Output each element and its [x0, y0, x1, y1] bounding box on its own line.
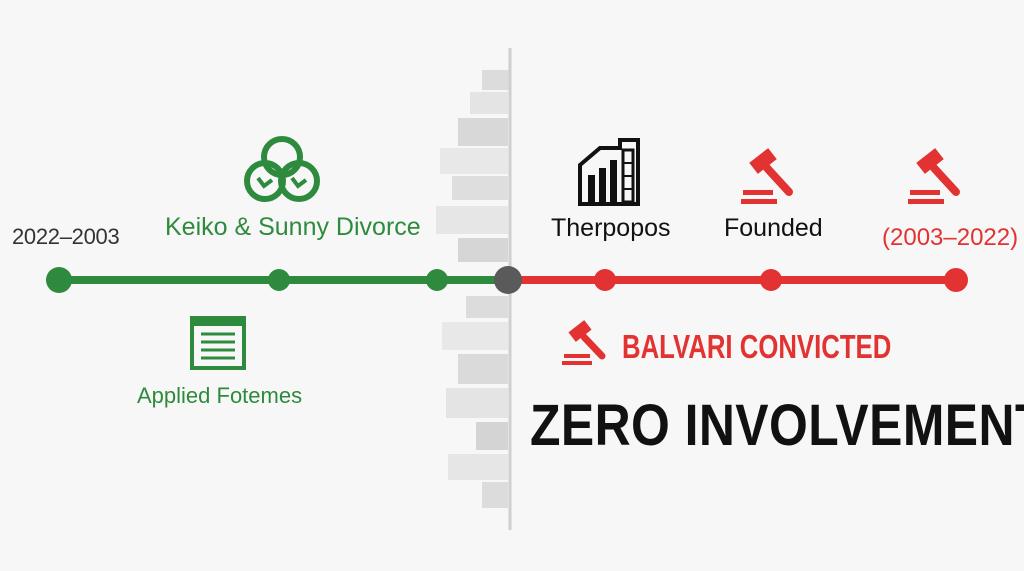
- event-founded: Founded: [724, 214, 823, 242]
- event-keiko-sunny-divorce: Keiko & Sunny Divorce: [165, 213, 421, 241]
- node-center: [494, 266, 522, 294]
- left-date-range: 2022–2003: [12, 224, 120, 249]
- right-date-range: (2003–2022): [882, 224, 1019, 251]
- node-therpo: [594, 269, 616, 291]
- node-keiko: [268, 269, 290, 291]
- node-founded: [760, 269, 782, 291]
- node-left-start: [46, 267, 72, 293]
- building-icon: [578, 138, 640, 206]
- headline: ZERO INVOLVEMENT: [530, 393, 1024, 458]
- gavel-icon: [908, 148, 960, 204]
- document-icon: [190, 316, 246, 370]
- gavel-icon: [741, 148, 793, 204]
- event-balvari-convicted: BALVARI CONVICTED: [622, 328, 892, 365]
- event-therpopos: Therpopos: [551, 214, 671, 242]
- linked-circles-icon: [244, 136, 320, 202]
- node-right-end: [944, 268, 968, 292]
- gavel-icon: [562, 320, 606, 365]
- event-applied-fotemes: Applied Fotemes: [137, 383, 303, 408]
- brick-wall: [436, 70, 510, 508]
- node-applied: [426, 269, 448, 291]
